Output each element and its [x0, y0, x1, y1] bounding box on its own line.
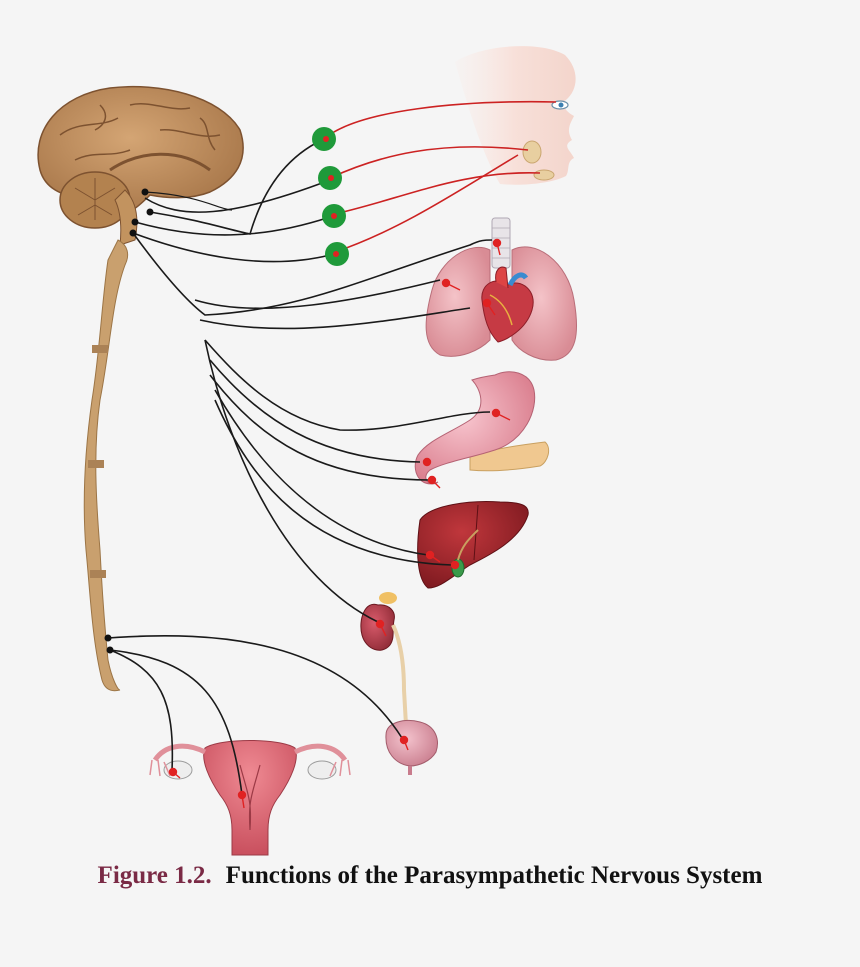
postganglionic-fibers: [324, 100, 557, 253]
figure-title: Functions of the Parasympathetic Nervous…: [225, 862, 763, 889]
bladder: [385, 720, 438, 775]
figure-caption: Figure 1.2. Functions of the Parasympathe…: [0, 862, 860, 890]
lungs: [425, 246, 577, 361]
brain: [37, 85, 244, 246]
nerve-origin-dots: [104, 188, 154, 654]
figure-number: Figure 1.2.: [97, 862, 212, 889]
eye: [551, 100, 569, 110]
salivary-glands: [522, 140, 555, 181]
fallopian-tubes: [152, 743, 348, 762]
parasympathetic-diagram: [37, 46, 577, 856]
ciliary-ganglion: [312, 127, 336, 151]
otic-ganglion: [325, 242, 349, 266]
preganglionic-fibers: [107, 139, 493, 796]
organ-synapses: [168, 238, 511, 809]
pancreas: [469, 441, 550, 472]
ganglia: [312, 127, 349, 266]
liver: [417, 501, 529, 589]
heart: [481, 266, 534, 343]
pterygopalatine-ganglion: [318, 166, 342, 190]
uterus: [203, 740, 297, 856]
spinal-cord: [83, 239, 129, 692]
face: [455, 46, 576, 185]
submandibular-ganglion: [322, 204, 346, 228]
stomach: [414, 371, 536, 485]
ureter: [391, 624, 408, 726]
